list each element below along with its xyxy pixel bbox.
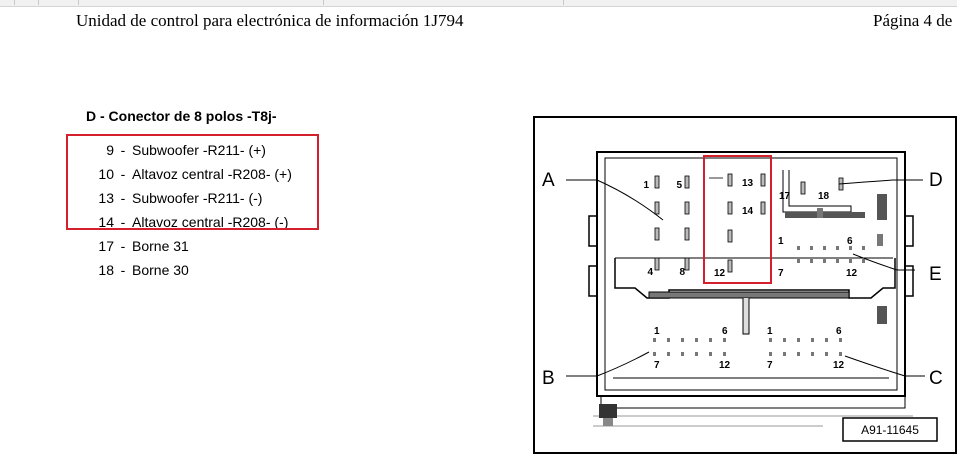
pin-label: 1 xyxy=(767,326,773,337)
pin-label: 12 xyxy=(714,268,726,279)
pin-label: 17 xyxy=(779,191,791,202)
page-indicator: Página 4 de xyxy=(873,11,953,30)
callout-label-b: B xyxy=(542,368,555,389)
block-a-pins xyxy=(654,175,690,271)
pin-separator: - xyxy=(120,190,126,206)
pin-label: 6 xyxy=(847,236,853,247)
pin-label: 4 xyxy=(647,267,653,278)
pin-number: 14 xyxy=(98,214,114,230)
pin-row: 10-Altavoz central -R208- (+) xyxy=(70,162,292,186)
pin-highlight-box xyxy=(66,134,319,230)
pin-list: 9-Subwoofer -R211- (+) 10-Altavoz centra… xyxy=(70,138,292,282)
pin-row: 9-Subwoofer -R211- (+) xyxy=(70,138,292,162)
callout-lines xyxy=(566,179,925,377)
pin-number: 18 xyxy=(98,262,114,278)
callout-label-e: E xyxy=(929,264,942,285)
pin-label: 1 xyxy=(643,180,649,191)
pin-row: 13-Subwoofer -R211- (-) xyxy=(70,186,292,210)
toolbar-button[interactable] xyxy=(38,0,79,5)
pin-label: 7 xyxy=(654,360,660,371)
pin-row: 17-Borne 31 xyxy=(70,234,292,258)
pin-label: 6 xyxy=(722,326,728,337)
pin-description: Borne 30 xyxy=(132,262,189,278)
pin-label: 6 xyxy=(836,326,842,337)
block-c-pins xyxy=(769,338,842,356)
pin-label: 1 xyxy=(778,236,784,247)
pin-description: Subwoofer -R211- (-) xyxy=(132,190,263,206)
pin-separator: - xyxy=(120,238,126,254)
pin-label: 14 xyxy=(742,206,754,217)
block-e-pins xyxy=(797,246,865,263)
connector-housing xyxy=(588,151,914,427)
pin-label: 12 xyxy=(719,360,731,371)
pin-description: Altavoz central -R208- (+) xyxy=(132,166,292,182)
toolbar-button[interactable] xyxy=(0,0,15,5)
pin-label: 12 xyxy=(833,360,845,371)
connector-diagram: 1 5 4 8 13 14 12 17 18 1 6 7 12 1 6 7 12… xyxy=(533,116,957,454)
figure-code-box xyxy=(842,417,938,442)
diagram-highlight-box xyxy=(703,155,772,284)
document-header-title: Unidad de control para electrónica de in… xyxy=(76,11,464,30)
pin-separator: - xyxy=(120,142,126,158)
pin-label: 7 xyxy=(767,360,773,371)
page-edge xyxy=(957,0,964,462)
pin-number: 9 xyxy=(106,142,114,158)
pin-description: Borne 31 xyxy=(132,238,189,254)
callout-label-c: C xyxy=(929,368,943,389)
pin-number: 17 xyxy=(98,238,114,254)
section-title: D - Conector de 8 polos -T8j- xyxy=(86,108,277,124)
figure-code: A91-11645 xyxy=(861,423,919,437)
pin-row: 18-Borne 30 xyxy=(70,258,292,282)
pin-number: 10 xyxy=(98,166,114,182)
pin-label: 18 xyxy=(818,191,830,202)
pin-description: Altavoz central -R208- (-) xyxy=(132,214,289,230)
pin-label: 1 xyxy=(654,326,660,337)
pin-label: 12 xyxy=(846,268,858,279)
callout-label-a: A xyxy=(542,170,555,191)
toolbar-button[interactable] xyxy=(14,0,39,5)
toolbar-field[interactable] xyxy=(323,0,564,5)
block-b-pins xyxy=(653,338,726,356)
pin-separator: - xyxy=(120,214,126,230)
pin-label: 5 xyxy=(676,180,682,191)
pin-description: Subwoofer -R211- (+) xyxy=(132,142,266,158)
pin-separator: - xyxy=(120,166,126,182)
pin-number: 13 xyxy=(98,190,114,206)
pin-row: 14-Altavoz central -R208- (-) xyxy=(70,210,292,234)
toolbar-field[interactable] xyxy=(78,0,324,5)
block-d-highlight-pins xyxy=(727,173,766,273)
pin-label: 8 xyxy=(679,267,685,278)
pin-label: 13 xyxy=(742,178,754,189)
browser-toolbar xyxy=(0,0,964,7)
pin-separator: - xyxy=(120,262,126,278)
pin-label: 7 xyxy=(778,268,784,279)
callout-label-d: D xyxy=(929,170,943,191)
